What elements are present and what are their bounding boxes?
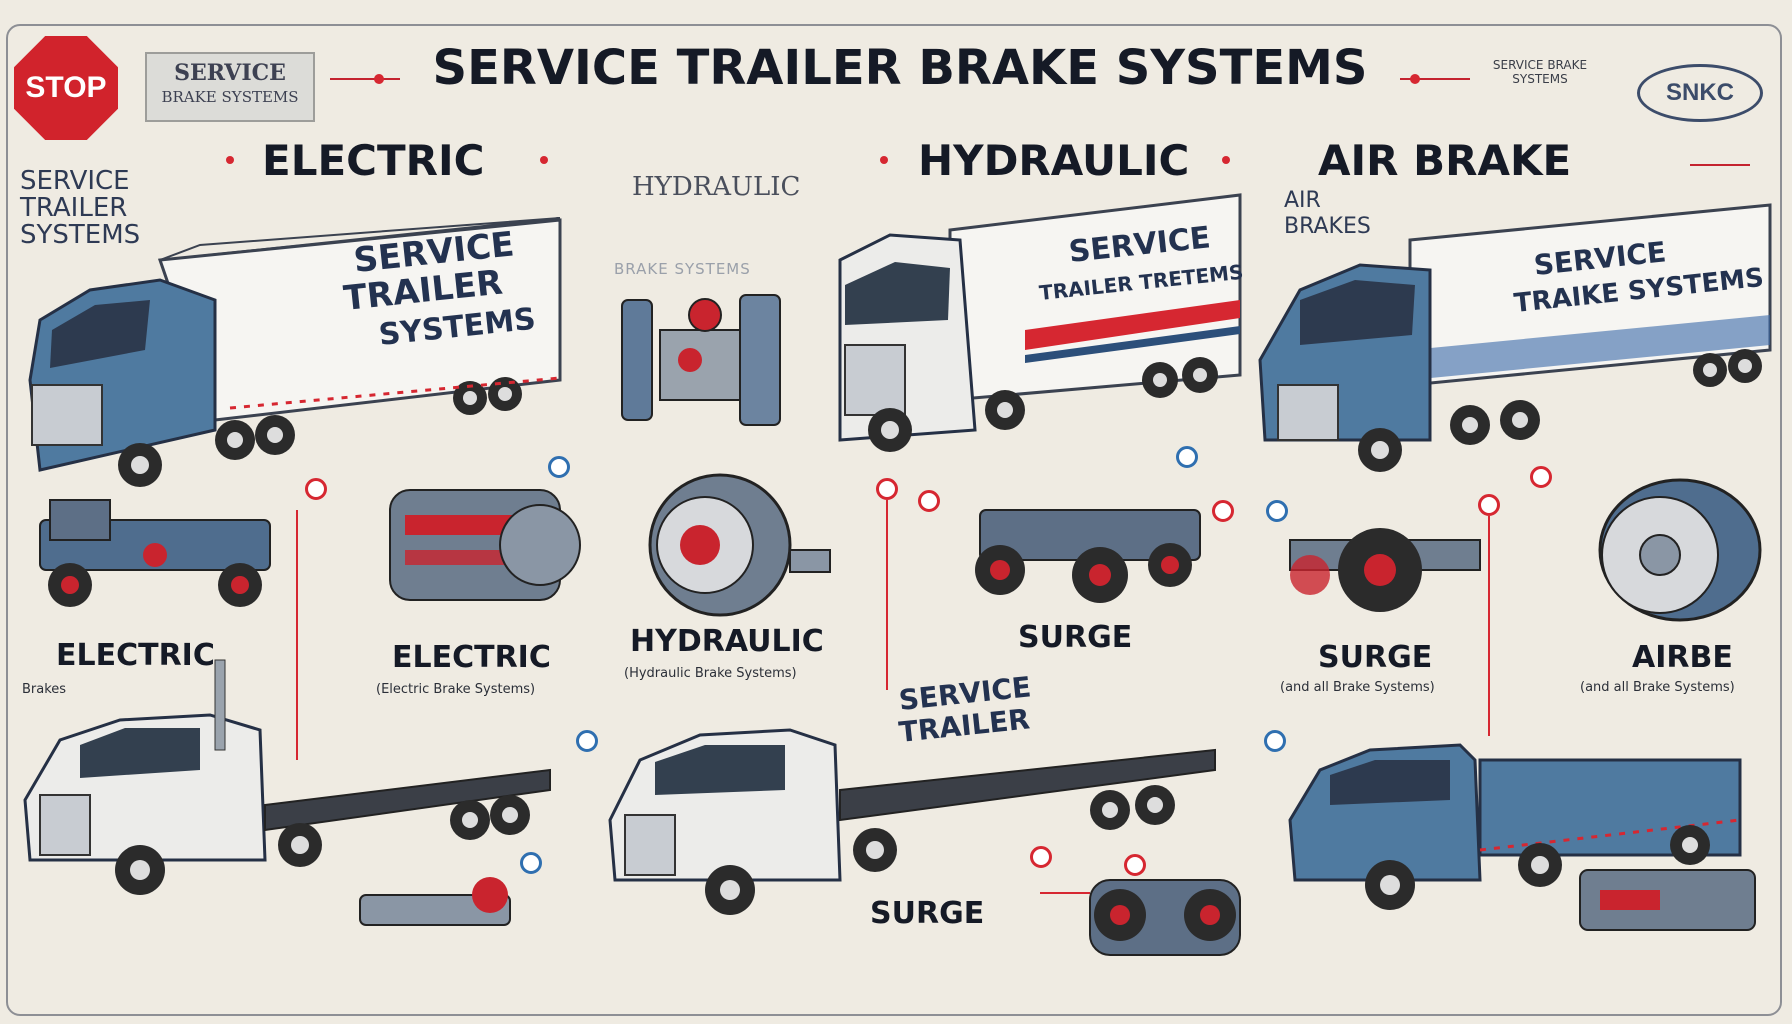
component-surge-frame bbox=[975, 509, 1201, 603]
side-label: SERVICE TRAILER SYSTEMS bbox=[20, 168, 140, 249]
page-title: SERVICE TRAILER BRAKE SYSTEMS bbox=[432, 40, 1368, 96]
part-air-valve bbox=[1579, 869, 1756, 931]
brand-logo: SNKC bbox=[1637, 64, 1763, 122]
title-rule-right bbox=[1400, 78, 1470, 80]
side-label-line: TRAILER bbox=[20, 193, 128, 223]
label-electric-1-sub: Brakes bbox=[22, 682, 67, 697]
truck-electric: SERVICE TRAILER SYSTEMS bbox=[28, 217, 562, 487]
truck-air-brake: SERVICE TRAIKE SYSTEMS bbox=[1258, 203, 1772, 472]
brand-logo-text: SNKC bbox=[1665, 79, 1734, 106]
label-surge-2: SURGE bbox=[1318, 640, 1433, 675]
flatbed-truck-2: SERVICE TRAILER bbox=[608, 670, 1216, 915]
top-left-stamp: SERVICE BRAKE SYSTEMS bbox=[145, 52, 315, 122]
air-sub-label: AIR BRAKES bbox=[1284, 188, 1371, 240]
service-truck-3 bbox=[1288, 743, 1742, 910]
label-air-sub: (and all Brake Systems) bbox=[1580, 680, 1735, 695]
header-hydraulic: HYDRAULIC bbox=[918, 136, 1190, 185]
top-right-stamp: SERVICE BRAKE SYSTEMS bbox=[1480, 58, 1600, 86]
callout-pin bbox=[1124, 854, 1146, 876]
callout-line bbox=[886, 500, 888, 690]
callout-pin bbox=[1030, 846, 1052, 868]
title-rule-left bbox=[330, 78, 400, 80]
callout-pin bbox=[520, 852, 542, 874]
stop-sign: STOP bbox=[14, 36, 118, 140]
stop-sign-text: STOP bbox=[25, 71, 107, 104]
hydraulic-subtitle: HYDRAULIC bbox=[632, 172, 801, 202]
component-hydraulic-drum bbox=[648, 473, 831, 617]
side-label-line: SYSTEMS bbox=[20, 220, 141, 250]
part-small-1 bbox=[359, 877, 511, 926]
callout-pin bbox=[1478, 494, 1500, 516]
truck-hydraulic: SERVICE TRAILER TRETEMS bbox=[838, 193, 1244, 452]
callout-pin bbox=[918, 490, 940, 512]
callout-pin bbox=[1212, 500, 1234, 522]
title-dot-left bbox=[374, 74, 384, 84]
label-hydraulic-sub: (Hydraulic Brake Systems) bbox=[624, 666, 797, 681]
hdr-rule bbox=[1690, 164, 1750, 166]
hdr-dot bbox=[540, 156, 548, 164]
label-electric-2-sub: (Electric Brake Systems) bbox=[376, 682, 536, 697]
callout-line bbox=[296, 510, 298, 760]
top-right-stamp-line-1: SERVICE BRAKE bbox=[1492, 58, 1588, 72]
label-electric-2: ELECTRIC bbox=[392, 640, 551, 675]
label-air: AIRBE bbox=[1632, 640, 1733, 675]
hdr-dot bbox=[226, 156, 234, 164]
header-electric: ELECTRIC bbox=[262, 136, 485, 185]
callout-pin bbox=[876, 478, 898, 500]
air-sub-line: AIR bbox=[1284, 188, 1321, 213]
header-air-brake: AIR BRAKE bbox=[1318, 136, 1572, 185]
hydraulic-subtitle-line: BRAKE SYSTEMS bbox=[614, 260, 751, 278]
callout-pin bbox=[548, 456, 570, 478]
callout-pin bbox=[1266, 500, 1288, 522]
callout-pin bbox=[305, 478, 327, 500]
callout-pin bbox=[1264, 730, 1286, 752]
label-electric-1: ELECTRIC bbox=[56, 638, 215, 673]
stamp-line-1: SERVICE bbox=[174, 60, 286, 86]
callout-line bbox=[1040, 892, 1090, 894]
top-right-stamp-line-2: SYSTEMS bbox=[1512, 72, 1568, 86]
side-label-line: SERVICE bbox=[20, 166, 130, 196]
component-surge-axle bbox=[1289, 528, 1481, 612]
callout-pin bbox=[1176, 446, 1198, 468]
callout-pin bbox=[576, 730, 598, 752]
label-surge-bottom: SURGE bbox=[870, 896, 985, 931]
caliper-icon bbox=[621, 294, 781, 426]
component-air-wheel bbox=[1598, 478, 1762, 622]
page-frame bbox=[6, 24, 1782, 1016]
title-dot-right bbox=[1410, 74, 1420, 84]
air-sub-line: BRAKES bbox=[1284, 214, 1371, 239]
callout-line bbox=[1488, 516, 1490, 736]
hdr-dot bbox=[1222, 156, 1230, 164]
stamp-line-2: BRAKE SYSTEMS bbox=[161, 88, 299, 106]
label-surge-1: SURGE bbox=[1018, 620, 1133, 655]
hdr-dot bbox=[880, 156, 888, 164]
callout-pin bbox=[1530, 466, 1552, 488]
component-electric-motor bbox=[389, 489, 581, 601]
part-surge-coupler bbox=[1089, 879, 1241, 956]
flatbed-truck-1 bbox=[23, 659, 551, 895]
label-hydraulic: HYDRAULIC bbox=[630, 624, 824, 659]
label-surge-2-sub: (and all Brake Systems) bbox=[1280, 680, 1435, 695]
component-electric-chassis bbox=[39, 499, 271, 607]
